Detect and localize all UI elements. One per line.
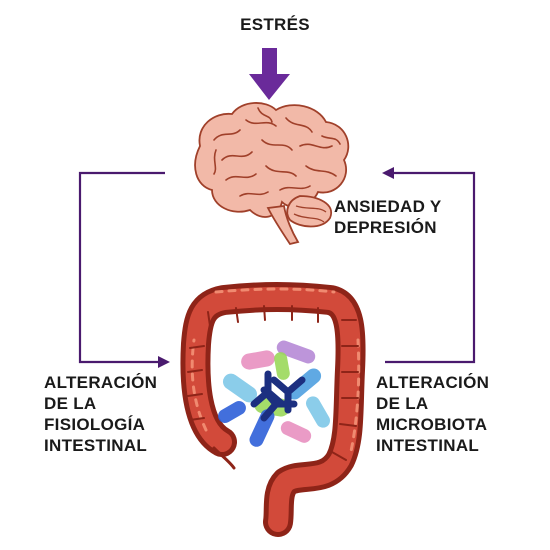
bacteria-cluster-icon	[218, 340, 330, 447]
gut-microbiota-label: ALTERACIÓN DE LA MICROBIOTA INTESTINAL	[376, 372, 489, 456]
gut-physiology-label: ALTERACIÓN DE LA FISIOLOGÍA INTESTINAL	[44, 372, 157, 456]
stress-label-text: ESTRÉS	[240, 15, 310, 34]
right-loop-arrow	[385, 171, 476, 364]
brain-icon	[194, 102, 350, 246]
gut-physiology-line-3: FISIOLOGÍA	[44, 415, 146, 434]
gut-physiology-line-4: INTESTINAL	[44, 436, 148, 455]
right-loop-arrowhead	[382, 167, 394, 179]
anxiety-depression-label: ANSIEDAD Y DEPRESIÓN	[334, 196, 442, 238]
gut-physiology-line-2: DE LA	[44, 394, 97, 413]
left-loop-arrowhead	[158, 356, 170, 368]
large-intestine-icon	[180, 282, 366, 537]
anxiety-depression-line-1: ANSIEDAD Y	[334, 197, 442, 216]
bacterium	[274, 352, 290, 380]
bacterium	[218, 401, 246, 423]
left-loop-arrow	[78, 171, 165, 364]
gut-microbiota-line-4: INTESTINAL	[376, 436, 480, 455]
gut-microbiota-line-1: ALTERACIÓN	[376, 373, 490, 392]
anxiety-depression-line-2: DEPRESIÓN	[334, 218, 437, 237]
feedback-loop-arrows	[78, 167, 476, 368]
gut-microbiota-line-3: MICROBIOTA	[376, 415, 488, 434]
bacterium	[222, 373, 258, 403]
down-arrow-icon	[249, 48, 290, 100]
bacterium	[286, 368, 322, 400]
gut-physiology-line-1: ALTERACIÓN	[44, 373, 158, 392]
bacterium	[249, 409, 275, 447]
stress-label: ESTRÉS	[0, 14, 550, 35]
bacterium	[306, 396, 330, 428]
bacterium	[280, 421, 312, 443]
gut-microbiota-line-2: DE LA	[376, 394, 429, 413]
bacterium	[241, 350, 275, 370]
branched-bacterium	[260, 386, 298, 422]
bacterium	[276, 340, 316, 364]
